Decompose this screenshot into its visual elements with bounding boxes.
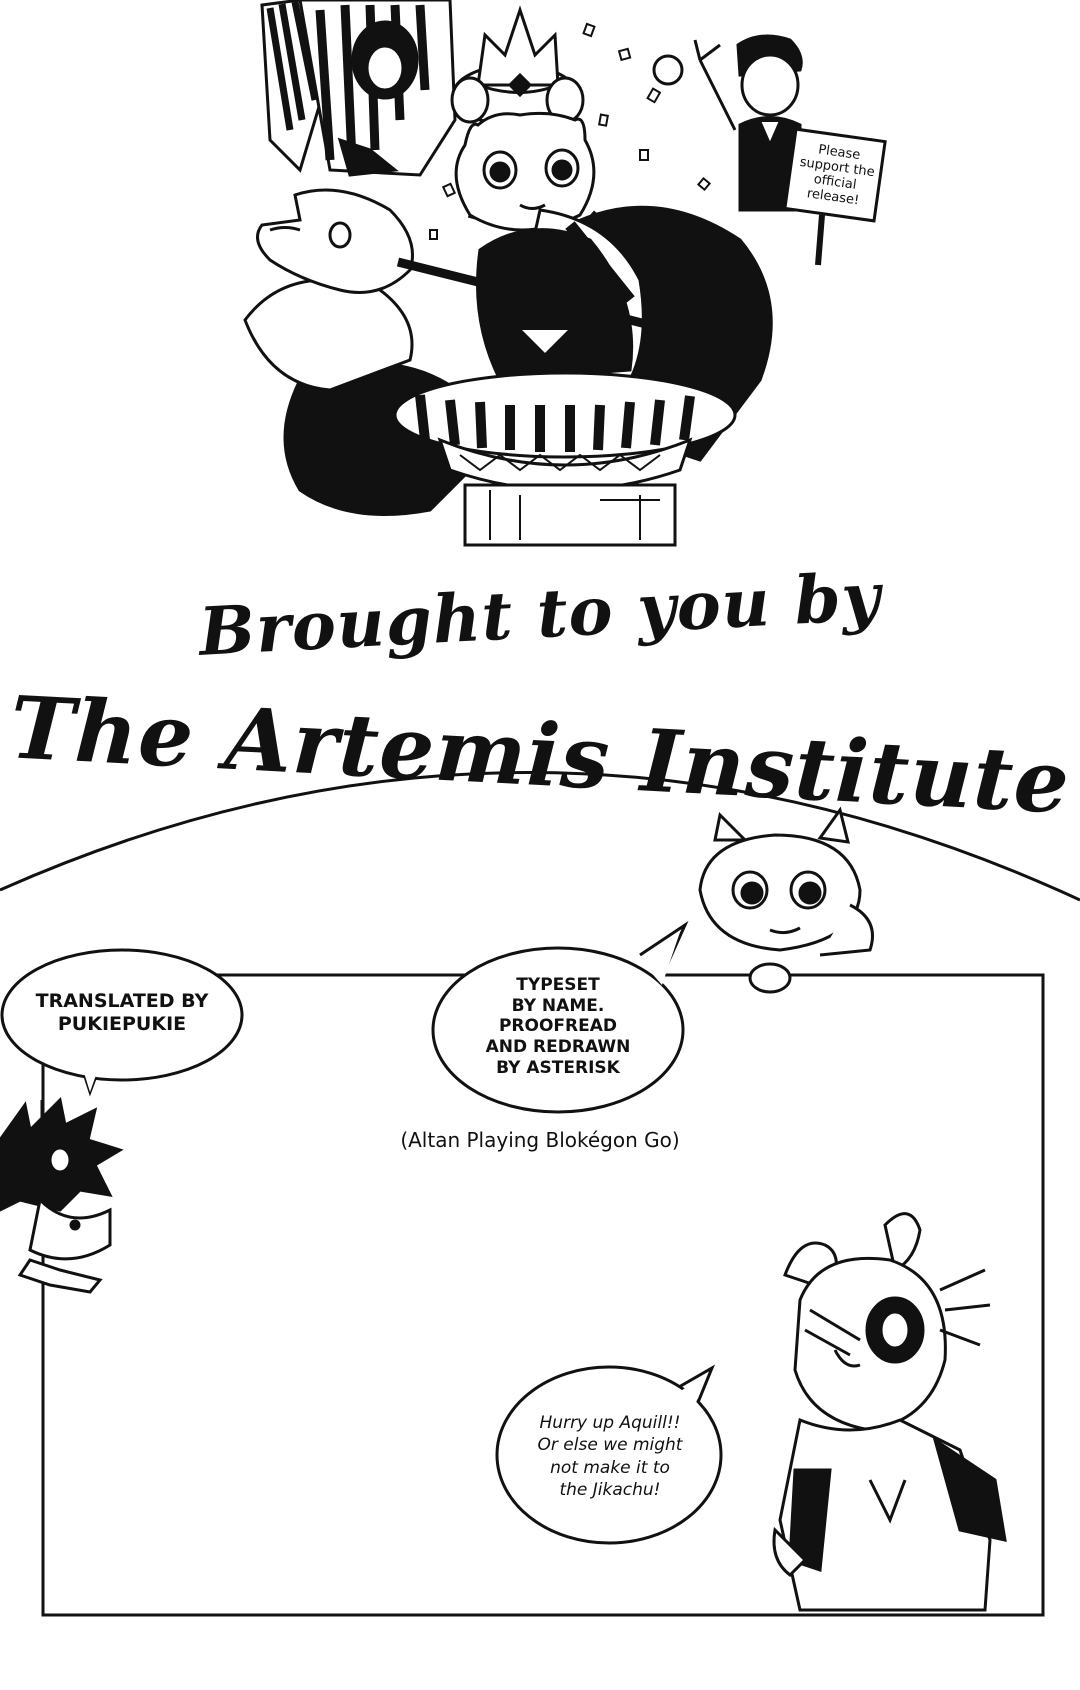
- support-sign: [783, 127, 887, 266]
- divider-arc: [0, 771, 1080, 902]
- cat-king-head: [454, 111, 596, 232]
- cat-king-illustration: [243, 0, 887, 547]
- confetti: [429, 22, 712, 240]
- girl-character: [772, 1212, 1007, 1612]
- throne: [393, 371, 737, 547]
- bubble-translated: [0, 948, 244, 1097]
- sign-text: Please support the official release!: [798, 142, 876, 209]
- waiter-figure: [652, 34, 803, 212]
- spiky-hair-kid: [0, 1096, 124, 1294]
- bubble-speech: [495, 1364, 723, 1545]
- speech-text: Hurry up Aquill!! Or else we might not m…: [537, 1413, 683, 1501]
- panel-caption: (Altan Playing Blokégon Go): [400, 1128, 680, 1152]
- peeking-cat: [698, 806, 874, 994]
- translator-credit: TRANSLATED BY PUKIEPUKIE: [35, 990, 209, 1036]
- cat-king-body: [476, 228, 634, 382]
- bubble-typeset: [431, 920, 689, 1114]
- striped-figure: [260, 0, 457, 177]
- crown: [450, 5, 585, 127]
- typeset-credit: TYPESET BY NAME. PROOFREAD AND REDRAWN B…: [485, 975, 631, 1078]
- pointing-hand: [256, 188, 414, 294]
